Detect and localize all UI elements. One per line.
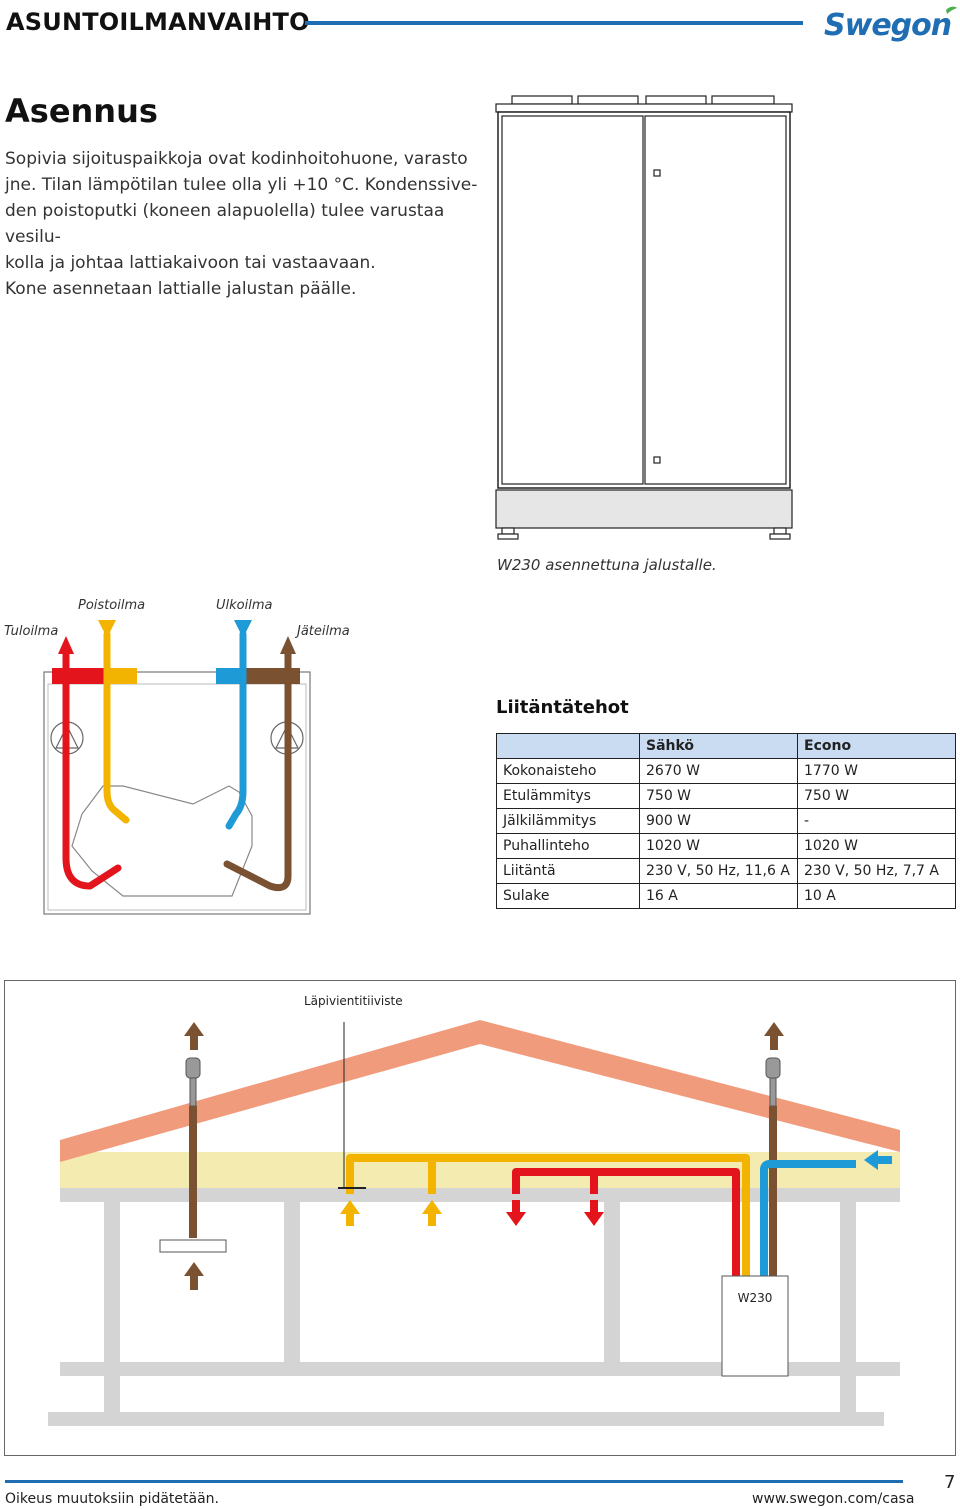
stand-feet: [497, 527, 791, 540]
power-table-title: Liitäntätehot: [496, 697, 629, 718]
swegon-logo: Swegon: [824, 6, 957, 43]
table-cell: Liitäntä: [496, 858, 640, 884]
power-table: Sähkö Econo Kokonaisteho 2670 W 1770 W E…: [496, 733, 956, 909]
table-cell: Etulämmitys: [496, 783, 640, 809]
intro-line: Sopivia sijoituspaikkoja ovat kodinhoito…: [5, 149, 468, 169]
extract-valve: [159, 1239, 227, 1253]
table-cell: 2670 W: [639, 758, 798, 784]
up-arrow-icon: [58, 636, 74, 654]
seal-label: Läpivientitiiviste: [304, 994, 403, 1008]
intro-line: Kone asennetaan lattialle jalustan pääll…: [5, 279, 357, 299]
label-tuloilma: Tuloilma: [4, 624, 59, 639]
cabinet-drawing: [495, 95, 793, 540]
table-cell: -: [797, 808, 956, 834]
up-arrow-icon: [184, 1022, 784, 1290]
table-cell: 10 A: [797, 883, 956, 909]
table-cell: Puhallinteho: [496, 833, 640, 859]
table-cell: 1020 W: [639, 833, 798, 859]
outdoor-port: [216, 668, 244, 684]
extract-port: [107, 668, 137, 684]
table-row: Liitäntä 230 V, 50 Hz, 11,6 A 230 V, 50 …: [496, 858, 956, 884]
supply-air-duct: [62, 644, 122, 890]
table-cell: 230 V, 50 Hz, 11,6 A: [639, 858, 798, 884]
supply-port: [52, 668, 107, 684]
table-row: Kokonaisteho 2670 W 1770 W: [496, 758, 956, 784]
door-handle: [653, 456, 661, 464]
table-row: Jälkilämmitys 900 W -: [496, 808, 956, 834]
table-cell: Sulake: [496, 883, 640, 909]
left-arrow-icon: [864, 1150, 892, 1170]
page-number: 7: [944, 1472, 956, 1493]
up-arrow-icon: [280, 636, 296, 654]
house-frame: [48, 1188, 900, 1426]
table-cell: 750 W: [639, 783, 798, 809]
up-arrow-icon: [340, 1200, 442, 1226]
table-cell: 230 V, 50 Hz, 7,7 A: [797, 858, 956, 884]
down-arrow-icon: [234, 620, 252, 638]
document-header-title: ASUNTOILMANVAIHTO: [6, 8, 310, 36]
table-header-cell: [496, 733, 640, 759]
down-arrow-icon: [506, 1200, 604, 1226]
table-cell: 750 W: [797, 783, 956, 809]
unit-label: W230: [738, 1291, 773, 1305]
door-handle: [653, 169, 661, 177]
supply-air-duct: [512, 1168, 740, 1276]
intro-line: den poistoputki (koneen alapuolella) tul…: [5, 201, 445, 247]
exhaust-port: [244, 668, 300, 684]
extract-air-duct: [103, 630, 130, 824]
label-ulkoilma: Ulkoilma: [216, 598, 273, 613]
table-cell: Kokonaisteho: [496, 758, 640, 784]
cabinet-stand: [495, 489, 793, 529]
house-installation-diagram: W230 Läpivientitiiviste: [4, 980, 956, 1456]
label-poistoilma: Poistoilma: [78, 598, 146, 613]
table-row: Puhallinteho 1020 W 1020 W: [496, 833, 956, 859]
footer-disclaimer: Oikeus muutoksiin pidätetään.: [5, 1491, 220, 1507]
airflow-diagram: [43, 620, 311, 915]
label-jateilma: Jäteilma: [297, 624, 350, 639]
exhaust-duct: [769, 1106, 777, 1276]
table-row: Etulämmitys 750 W 750 W: [496, 783, 956, 809]
table-cell: 1020 W: [797, 833, 956, 859]
extract-air-duct: [346, 1154, 750, 1276]
footer-rule: [5, 1480, 903, 1483]
table-cell: 1770 W: [797, 758, 956, 784]
section-title: Asennus: [5, 92, 158, 130]
table-header-cell: Econo: [797, 733, 956, 759]
header-rule: [305, 21, 803, 25]
exhaust-air-duct: [223, 644, 292, 892]
table-cell: Jälkilämmitys: [496, 808, 640, 834]
footer-url[interactable]: www.swegon.com/casa: [752, 1491, 915, 1507]
cabinet-caption: W230 asennettuna jalustalle.: [497, 556, 717, 574]
exhaust-duct: [189, 1106, 197, 1238]
svg-text:Swegon: Swegon: [824, 8, 951, 43]
w230-unit: [721, 1275, 789, 1377]
intro-line: kolla ja johtaa lattiakaivoon tai vastaa…: [5, 253, 376, 273]
roof-vent: [185, 1057, 781, 1107]
intro-paragraph: Sopivia sijoituspaikkoja ovat kodinhoito…: [5, 146, 485, 302]
table-cell: 900 W: [639, 808, 798, 834]
outdoor-air-duct: [225, 630, 247, 830]
intro-line: jne. Tilan lämpötilan tulee olla yli +10…: [5, 175, 478, 195]
roof: [60, 1020, 900, 1162]
table-header-row: Sähkö Econo: [496, 733, 956, 759]
table-row: Sulake 16 A 10 A: [496, 883, 956, 909]
down-arrow-icon: [98, 620, 116, 638]
outdoor-air-duct: [760, 1160, 856, 1276]
table-cell: 16 A: [639, 883, 798, 909]
table-header-cell: Sähkö: [639, 733, 798, 759]
cabinet-top-ducts: [511, 95, 775, 105]
